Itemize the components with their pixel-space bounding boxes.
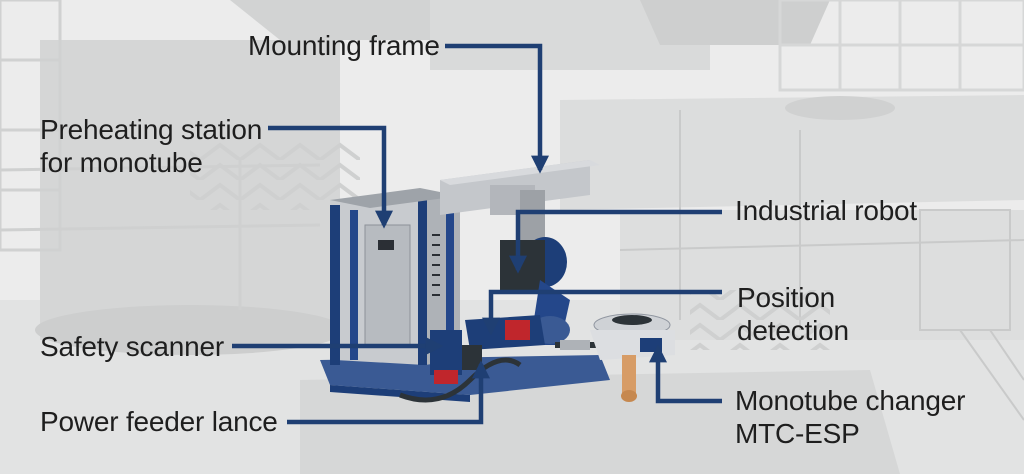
label-industrial-robot: Industrial robot [735,194,917,227]
safety-scanner-text: Safety scanner [40,331,224,362]
label-preheating-station: Preheating station for monotube [40,113,262,179]
power-feeder-lance-leader [287,360,490,425]
label-safety-scanner: Safety scanner [40,330,224,363]
preheating-station-text-line2: for monotube [40,147,203,178]
industrial-robot-text: Industrial robot [735,195,918,226]
power-feeder-lance-text: Power feeder lance [40,406,278,437]
label-position-detection: Position detection [737,281,849,347]
monotube-changer-text-line2: MTC-ESP [735,418,860,449]
position-detection-text-line1: Position [737,282,836,313]
leader-lines [232,43,722,425]
label-mounting-frame: Mounting frame [248,29,440,62]
preheating-station-leader [268,125,393,229]
label-power-feeder-lance: Power feeder lance [40,405,278,438]
monotube-changer-text-line1: Monotube changer [735,385,966,416]
label-monotube-changer: Monotube changer MTC-ESP [735,384,966,450]
industrial-robot-leader [509,209,722,274]
preheating-station-text-line1: Preheating station [40,114,263,145]
position-detection-leader [482,289,722,336]
position-detection-text-line2: detection [737,315,849,346]
mounting-frame-leader [445,43,549,174]
monotube-changer-leader [649,344,722,404]
mounting-frame-text: Mounting frame [248,30,440,61]
